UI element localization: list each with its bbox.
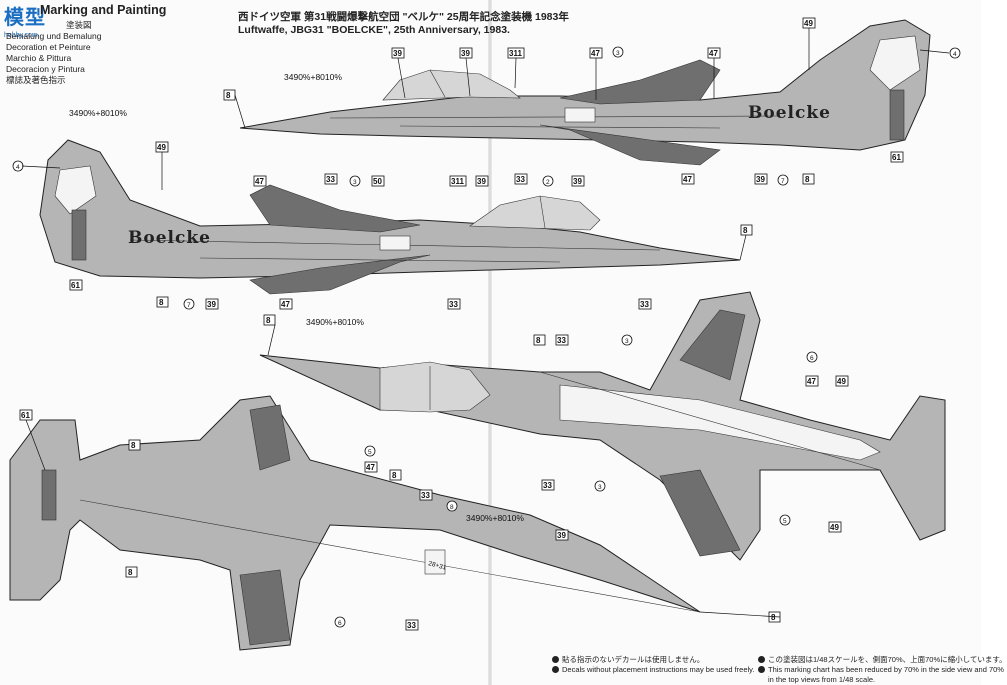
svg-text:8: 8	[536, 336, 541, 345]
footnote-text: この塗装図は1/48スケールを、側面70%、上面70%に縮小しています。	[768, 655, 1007, 664]
mix-text: 3490%+8010%	[69, 108, 127, 118]
svg-text:49: 49	[837, 377, 846, 386]
svg-text:4: 4	[16, 164, 20, 171]
svg-text:3: 3	[625, 338, 629, 345]
svg-text:50: 50	[373, 177, 382, 186]
svg-text:49: 49	[804, 19, 813, 28]
svg-text:47: 47	[281, 300, 290, 309]
mix-callout: 3490%+8010% 3490%+8010% 3490%+8010% 3490…	[69, 72, 524, 523]
serial-lettering: 28+31	[427, 560, 447, 572]
svg-text:8: 8	[392, 471, 397, 480]
svg-text:33: 33	[543, 481, 552, 490]
svg-text:311: 311	[509, 49, 522, 58]
watermark-sub: hobby.com	[4, 32, 38, 39]
bottom-view: 28+31	[9, 395, 701, 651]
svg-text:33: 33	[421, 491, 430, 500]
svg-text:39: 39	[461, 49, 470, 58]
footnote-right: この塗装図は1/48スケールを、側面70%、上面70%に縮小しています。 Thi…	[758, 655, 1007, 685]
svg-text:3: 3	[616, 50, 620, 57]
svg-text:33: 33	[326, 175, 335, 184]
footnote-text: 貼る指示のないデカールは使用しません。	[562, 655, 705, 664]
svg-text:3: 3	[598, 484, 602, 491]
page-fold	[488, 0, 492, 685]
svg-text:39: 39	[573, 177, 582, 186]
watermark-logo-text: 模型	[4, 7, 46, 29]
svg-text:33: 33	[449, 300, 458, 309]
footnote-text: Decals without placement instructions ma…	[562, 665, 755, 674]
svg-text:2: 2	[546, 179, 550, 186]
footnote-text: in the top views from 1/48 scale.	[768, 675, 876, 684]
language-line: 塗装図	[66, 20, 92, 30]
svg-text:39: 39	[393, 49, 402, 58]
bullet-icon	[758, 656, 765, 663]
mix-text: 3490%+8010%	[466, 513, 524, 523]
bullet-icon	[552, 666, 559, 673]
svg-text:33: 33	[557, 336, 566, 345]
svg-text:8: 8	[266, 316, 271, 325]
svg-text:49: 49	[157, 143, 166, 152]
top-view	[259, 291, 946, 561]
svg-text:8: 8	[743, 226, 748, 235]
mix-text: 3490%+8010%	[306, 317, 364, 327]
watermark-logo: 模型	[4, 1, 74, 31]
bullet-icon	[552, 656, 559, 663]
svg-text:8: 8	[805, 175, 810, 184]
footnote-left: 貼る指示のないデカールは使用しません。 Decals without place…	[552, 655, 754, 675]
svg-text:39: 39	[207, 300, 216, 309]
side-view-left: Boelcke	[39, 139, 741, 295]
language-line: Marchio & Pittura	[6, 53, 72, 63]
svg-text:47: 47	[255, 177, 264, 186]
svg-text:39: 39	[756, 175, 765, 184]
language-list: 塗装図 Bemalung und Bemalung Decoration et …	[6, 20, 101, 86]
svg-text:4: 4	[953, 51, 957, 58]
svg-text:7: 7	[781, 178, 785, 185]
svg-text:47: 47	[807, 377, 816, 386]
language-line: Decoracion y Pintura	[6, 64, 85, 74]
svg-text:7: 7	[187, 302, 191, 309]
aircraft-title-jp: 西ドイツ空軍 第31戦闘爆撃航空団 "ベルケ" 25周年記念塗装機 1983年	[238, 11, 569, 23]
language-line: Bemalung und Bemalung	[6, 31, 102, 41]
svg-text:8: 8	[159, 298, 164, 307]
side-view-right: Boelcke	[239, 19, 931, 166]
svg-text:61: 61	[71, 281, 80, 290]
svg-text:49: 49	[830, 523, 839, 532]
bullet-icon	[758, 666, 765, 673]
svg-text:8: 8	[226, 91, 231, 100]
svg-text:47: 47	[591, 49, 600, 58]
language-line: 標誌及著色指示	[6, 75, 66, 85]
svg-text:39: 39	[477, 177, 486, 186]
marking-page: 模型 hobby.com Marking and Painting 塗装図 Be…	[4, 0, 1007, 685]
svg-text:47: 47	[709, 49, 718, 58]
svg-text:8: 8	[771, 613, 776, 622]
svg-text:8: 8	[128, 568, 133, 577]
svg-text:47: 47	[366, 463, 375, 472]
svg-text:33: 33	[516, 175, 525, 184]
svg-text:61: 61	[892, 153, 901, 162]
svg-text:47: 47	[683, 175, 692, 184]
svg-text:5: 5	[783, 518, 787, 525]
fuselage-lettering: Boelcke	[748, 103, 831, 123]
aircraft-title-en: Luftwaffe, JBG31 "BOELCKE", 25th Anniver…	[238, 24, 510, 36]
footnote-text: This marking chart has been reduced by 7…	[768, 665, 1004, 674]
svg-text:311: 311	[451, 177, 464, 186]
svg-text:61: 61	[21, 411, 30, 420]
mix-text: 3490%+8010%	[284, 72, 342, 82]
svg-text:5: 5	[368, 449, 372, 456]
svg-text:3: 3	[353, 179, 357, 186]
svg-text:6: 6	[338, 620, 342, 627]
callout-group: 8 39 39 311 47 47 49 33 33 47 39 8 61 3 …	[12, 17, 961, 631]
svg-text:6: 6	[810, 355, 814, 362]
drawing-canvas: .body{fill:#b5b5b5;stroke:#222;stroke-wi…	[9, 17, 961, 651]
page-title: Marking and Painting	[40, 3, 167, 17]
leader-lines	[21, 28, 950, 618]
svg-text:33: 33	[640, 300, 649, 309]
fuselage-lettering: Boelcke	[128, 228, 211, 248]
svg-text:33: 33	[407, 621, 416, 630]
svg-text:8: 8	[131, 441, 136, 450]
svg-text:8: 8	[450, 504, 454, 511]
svg-text:39: 39	[557, 531, 566, 540]
language-line: Decoration et Peinture	[6, 42, 91, 52]
